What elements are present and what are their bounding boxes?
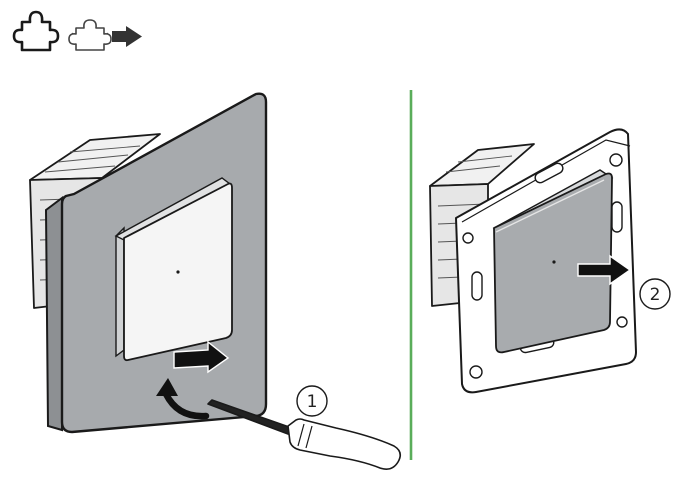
puzzle-piece-icon	[12, 10, 60, 52]
rocker-indicator-dot	[176, 270, 180, 274]
step-1-number: 1	[307, 392, 318, 412]
rocker-side	[115, 226, 125, 358]
step-1-marker: 1	[296, 385, 328, 417]
switch-assembly-left: 1	[29, 92, 402, 470]
step-2-marker: 2	[639, 278, 671, 310]
rocker-indicator-dot-right	[552, 260, 556, 264]
frame-edge	[44, 196, 63, 432]
arrow-right-icon	[112, 26, 142, 47]
slide-arrow-icon	[173, 340, 230, 374]
step-2-number: 2	[650, 285, 661, 305]
header-icons	[12, 10, 142, 52]
plate-slots	[462, 153, 628, 379]
puzzle-piece-outline-icon	[68, 19, 112, 51]
screwdriver	[207, 399, 402, 470]
switch-assembly-right: 2	[429, 128, 671, 394]
curved-arrow-icon	[156, 378, 210, 420]
slide-arrow-right-icon	[577, 254, 632, 286]
